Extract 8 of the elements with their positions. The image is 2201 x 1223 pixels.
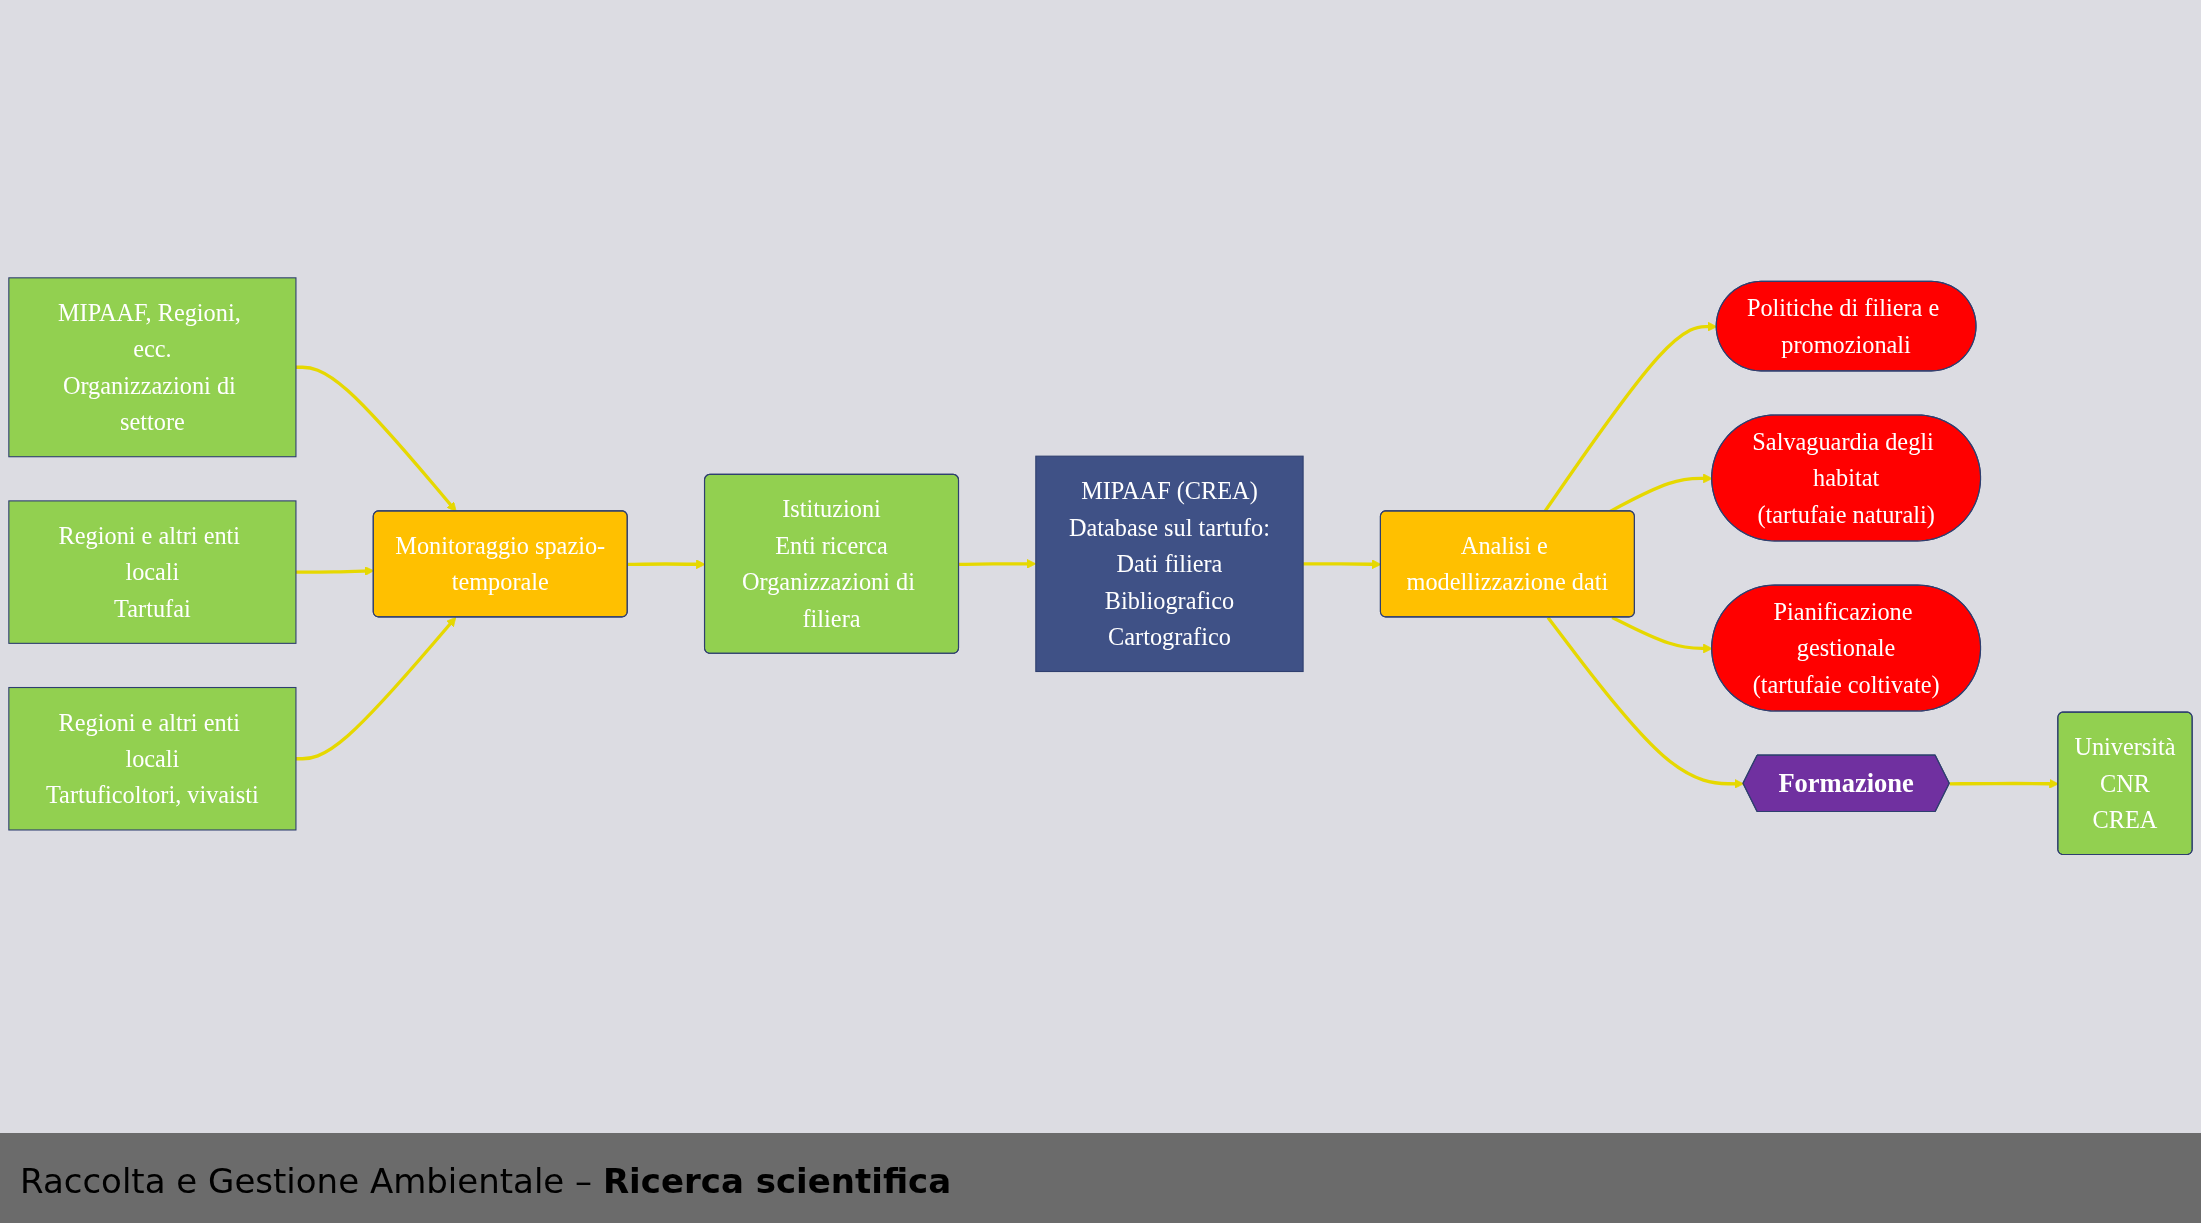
arrow <box>295 617 457 761</box>
arrow <box>295 365 457 513</box>
node-box: Regioni e altri enti locali Tartuficoltori, vivaisti <box>8 687 297 831</box>
footer-text: Raccolta e Gestione Ambientale – Ricerca scientifica <box>20 1161 952 1201</box>
node-box: Regioni e altri enti locali Tartufai <box>8 500 297 645</box>
arrow <box>1546 616 1744 789</box>
node-box: MIPAAF, Regioni, ecc. Organizzazioni di settore <box>8 277 297 458</box>
node-box: MIPAAF (CREA) Database sul tartufo: Dati filiera Bibliografico Cartografico <box>1035 455 1304 673</box>
